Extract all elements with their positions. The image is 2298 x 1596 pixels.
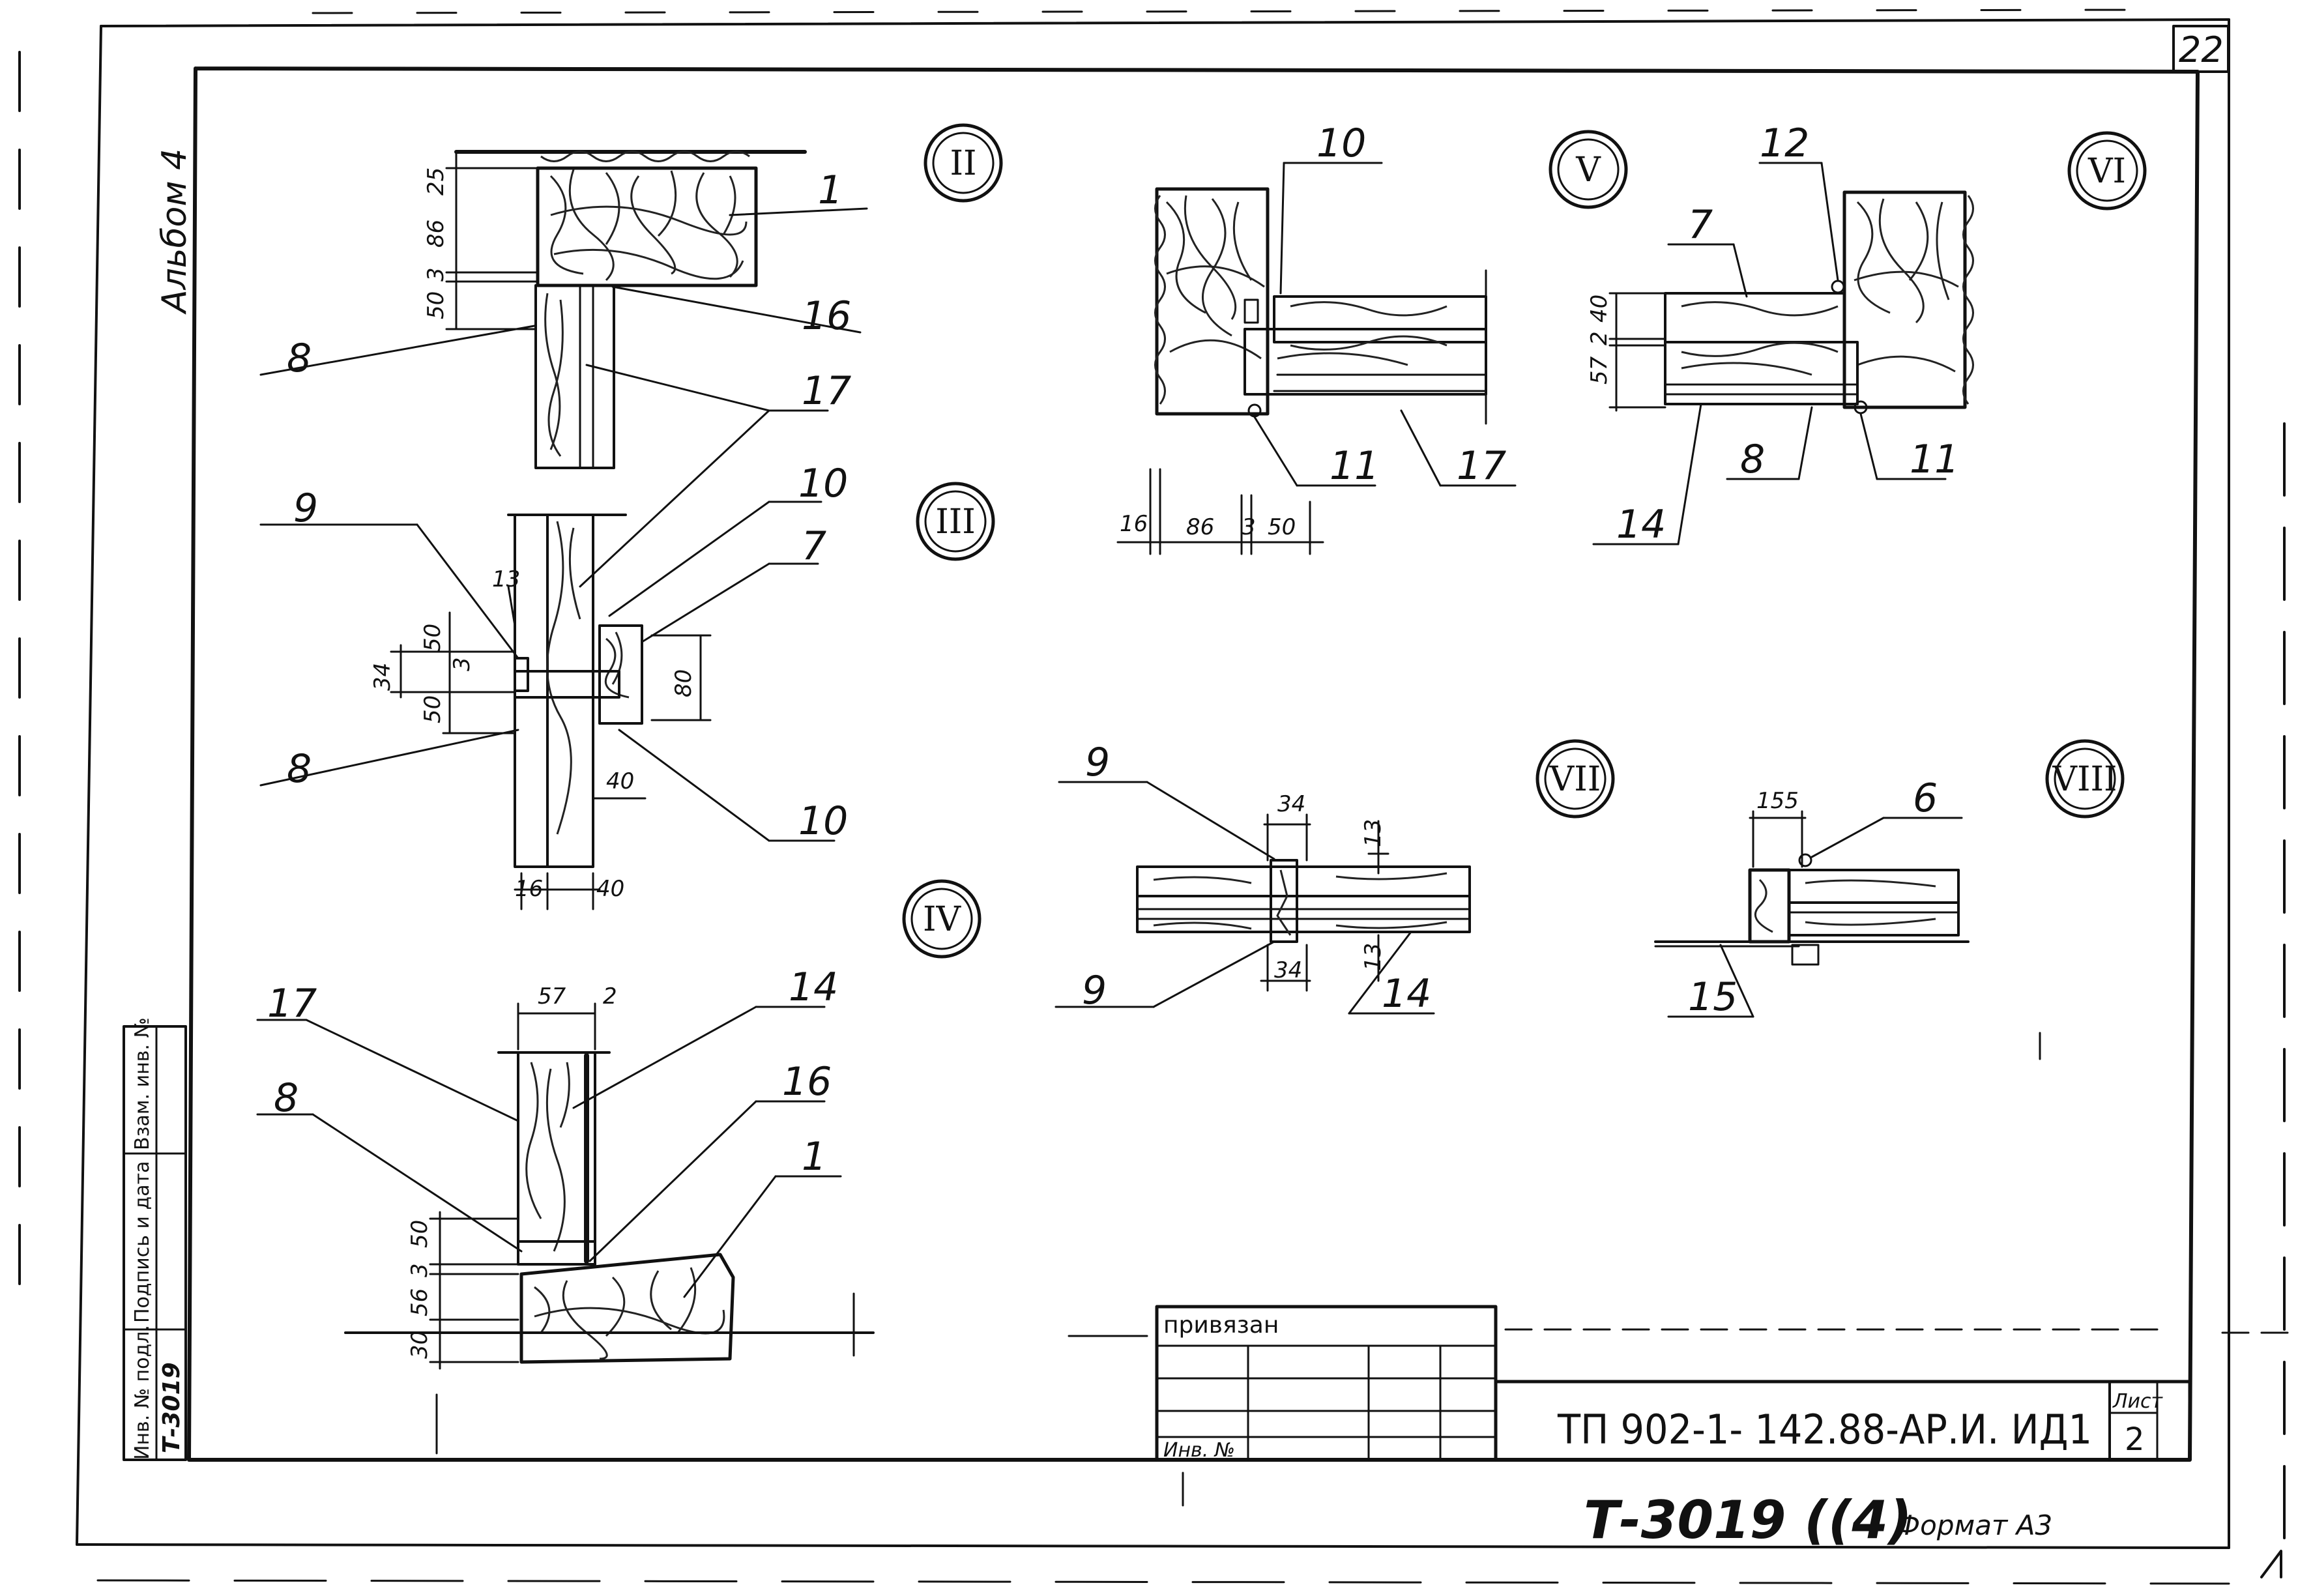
dim-iv-57: 57 bbox=[538, 983, 566, 1009]
dim-vii-13b: 13 bbox=[1360, 943, 1386, 971]
callout-viii-15: 15 bbox=[1688, 974, 1738, 1020]
dim-iv-30: 30 bbox=[407, 1331, 433, 1359]
detail-iv-label: IV bbox=[923, 900, 962, 939]
dim-ii-86: 86 bbox=[423, 220, 449, 248]
detail-vi-drawing: 40 2 57 12 7 8 11 14 bbox=[1586, 121, 1974, 547]
stamp-podpis-data: Подпись и дата bbox=[131, 1161, 154, 1324]
callout-viii-6: 6 bbox=[1913, 776, 1938, 821]
stamp-vzam-inv: Взам. инв. № bbox=[131, 1017, 154, 1150]
dim-iii-50b: 50 bbox=[420, 695, 446, 723]
callout-vi-14: 14 bbox=[1616, 502, 1666, 547]
dim-iii-80: 80 bbox=[671, 669, 697, 697]
callout-ii-17: 17 bbox=[802, 368, 851, 414]
dim-iv-50: 50 bbox=[407, 1220, 433, 1248]
stamp-inv-value: Т-3019 bbox=[158, 1362, 185, 1453]
dim-ii-25: 25 bbox=[423, 167, 449, 196]
callout-iv-17: 17 bbox=[267, 981, 317, 1026]
dim-v-50: 50 bbox=[1268, 514, 1296, 540]
title-block: привязан Инв. № ТП 902-1- 142.88-АР.И. И… bbox=[1155, 1305, 2192, 1462]
callout-iii-10b: 10 bbox=[798, 798, 848, 844]
dim-iv-56: 56 bbox=[407, 1288, 433, 1316]
side-stamp: Инв. № подл. Подпись и дата Взам. инв. №… bbox=[123, 1017, 187, 1461]
detail-vi-label: VI bbox=[2087, 152, 2126, 191]
dim-iv-2: 2 bbox=[603, 983, 617, 1009]
detail-ii-label: II bbox=[950, 144, 976, 183]
dim-iii-34: 34 bbox=[370, 663, 396, 691]
callout-iii-9: 9 bbox=[293, 486, 318, 531]
callout-ii-1: 1 bbox=[818, 167, 843, 213]
dim-v-86: 86 bbox=[1186, 514, 1214, 540]
tb-designation: ТП 902-1- 142.88-АР.И. ИД1 bbox=[1557, 1406, 2092, 1453]
callout-vi-12: 12 bbox=[1760, 121, 1809, 166]
tb-list-label: Лист bbox=[2112, 1390, 2164, 1413]
callout-iv-14: 14 bbox=[789, 965, 838, 1010]
callout-vii-14: 14 bbox=[1382, 971, 1431, 1017]
stamp-inv-podl: Инв. № подл. bbox=[131, 1325, 154, 1460]
callout-ii-16: 16 bbox=[802, 293, 851, 339]
dim-iii-50a: 50 bbox=[420, 624, 446, 652]
dim-iii-3: 3 bbox=[449, 657, 475, 671]
dim-vii-13a: 13 bbox=[1360, 819, 1386, 847]
callout-vi-11: 11 bbox=[1910, 437, 1959, 482]
album-label: Альбом 4 bbox=[155, 149, 194, 315]
dim-ii-50: 50 bbox=[423, 291, 449, 319]
detail-markers: II III IV V VI VII VIII bbox=[902, 123, 2147, 959]
dim-vii-34a: 34 bbox=[1277, 791, 1305, 817]
dim-iii-16: 16 bbox=[515, 876, 543, 902]
callout-iii-8: 8 bbox=[287, 746, 312, 792]
dim-iii-40a: 40 bbox=[606, 768, 634, 794]
callout-iv-8: 8 bbox=[274, 1075, 298, 1121]
dim-v-16: 16 bbox=[1120, 511, 1148, 537]
callout-vi-7: 7 bbox=[1688, 202, 1713, 248]
dim-viii-155: 155 bbox=[1756, 788, 1799, 814]
callout-iv-16: 16 bbox=[782, 1059, 832, 1105]
format-label: Формат А3 bbox=[1897, 1509, 2052, 1541]
tb-privyazan: привязан bbox=[1163, 1312, 1279, 1339]
tb-list-number: 2 bbox=[2125, 1421, 2145, 1458]
sheet-code: Т-3019 ((4) bbox=[1584, 1490, 1912, 1550]
detail-iv-drawing: 57 2 50 3 56 30 17 14 8 16 1 bbox=[256, 965, 875, 1370]
detail-vii-label: VII bbox=[1549, 760, 1601, 799]
dim-v-3: 3 bbox=[1242, 514, 1256, 540]
detail-v-drawing: 16 86 3 50 10 11 17 bbox=[1116, 121, 1517, 555]
callout-v-17: 17 bbox=[1457, 443, 1506, 489]
dim-ii-3: 3 bbox=[423, 267, 449, 282]
dim-vi-2: 2 bbox=[1586, 331, 1612, 345]
detail-vii-drawing: 34 13 34 13 9 9 14 bbox=[1054, 740, 1471, 1017]
detail-iii-drawing: 80 34 50 3 50 13 40 16 40 9 10 7 8 10 bbox=[259, 461, 848, 910]
dim-vi-57: 57 bbox=[1586, 356, 1612, 384]
callout-vii-9a: 9 bbox=[1085, 740, 1110, 785]
dim-iii-40b: 40 bbox=[596, 876, 624, 902]
callout-ii-8: 8 bbox=[287, 336, 312, 381]
detail-viii-drawing: 155 6 15 bbox=[1654, 776, 1970, 1020]
detail-ii-drawing: 25 86 3 50 1 16 8 17 bbox=[259, 150, 868, 588]
dim-vi-40: 40 bbox=[1586, 295, 1612, 323]
callout-vi-8: 8 bbox=[1740, 437, 1765, 482]
stray-marks bbox=[435, 1032, 2295, 1578]
dim-iv-3: 3 bbox=[407, 1263, 433, 1277]
detail-iii-label: III bbox=[935, 502, 976, 542]
callout-v-10: 10 bbox=[1316, 121, 1366, 166]
callout-iii-7: 7 bbox=[802, 523, 826, 569]
callout-iii-10a: 10 bbox=[798, 461, 848, 506]
callout-v-11: 11 bbox=[1330, 443, 1379, 489]
detail-v-label: V bbox=[1575, 151, 1601, 190]
detail-viii-label: VIII bbox=[2052, 760, 2117, 799]
dim-vii-34b: 34 bbox=[1274, 957, 1302, 983]
callout-iv-1: 1 bbox=[802, 1134, 826, 1180]
tb-inv-no: Инв. № bbox=[1163, 1439, 1235, 1462]
sheet-border bbox=[18, 8, 2286, 1585]
callout-vii-9b: 9 bbox=[1082, 968, 1107, 1013]
sheet-corner-number: 22 bbox=[2179, 29, 2224, 70]
dim-iii-13: 13 bbox=[492, 566, 520, 592]
